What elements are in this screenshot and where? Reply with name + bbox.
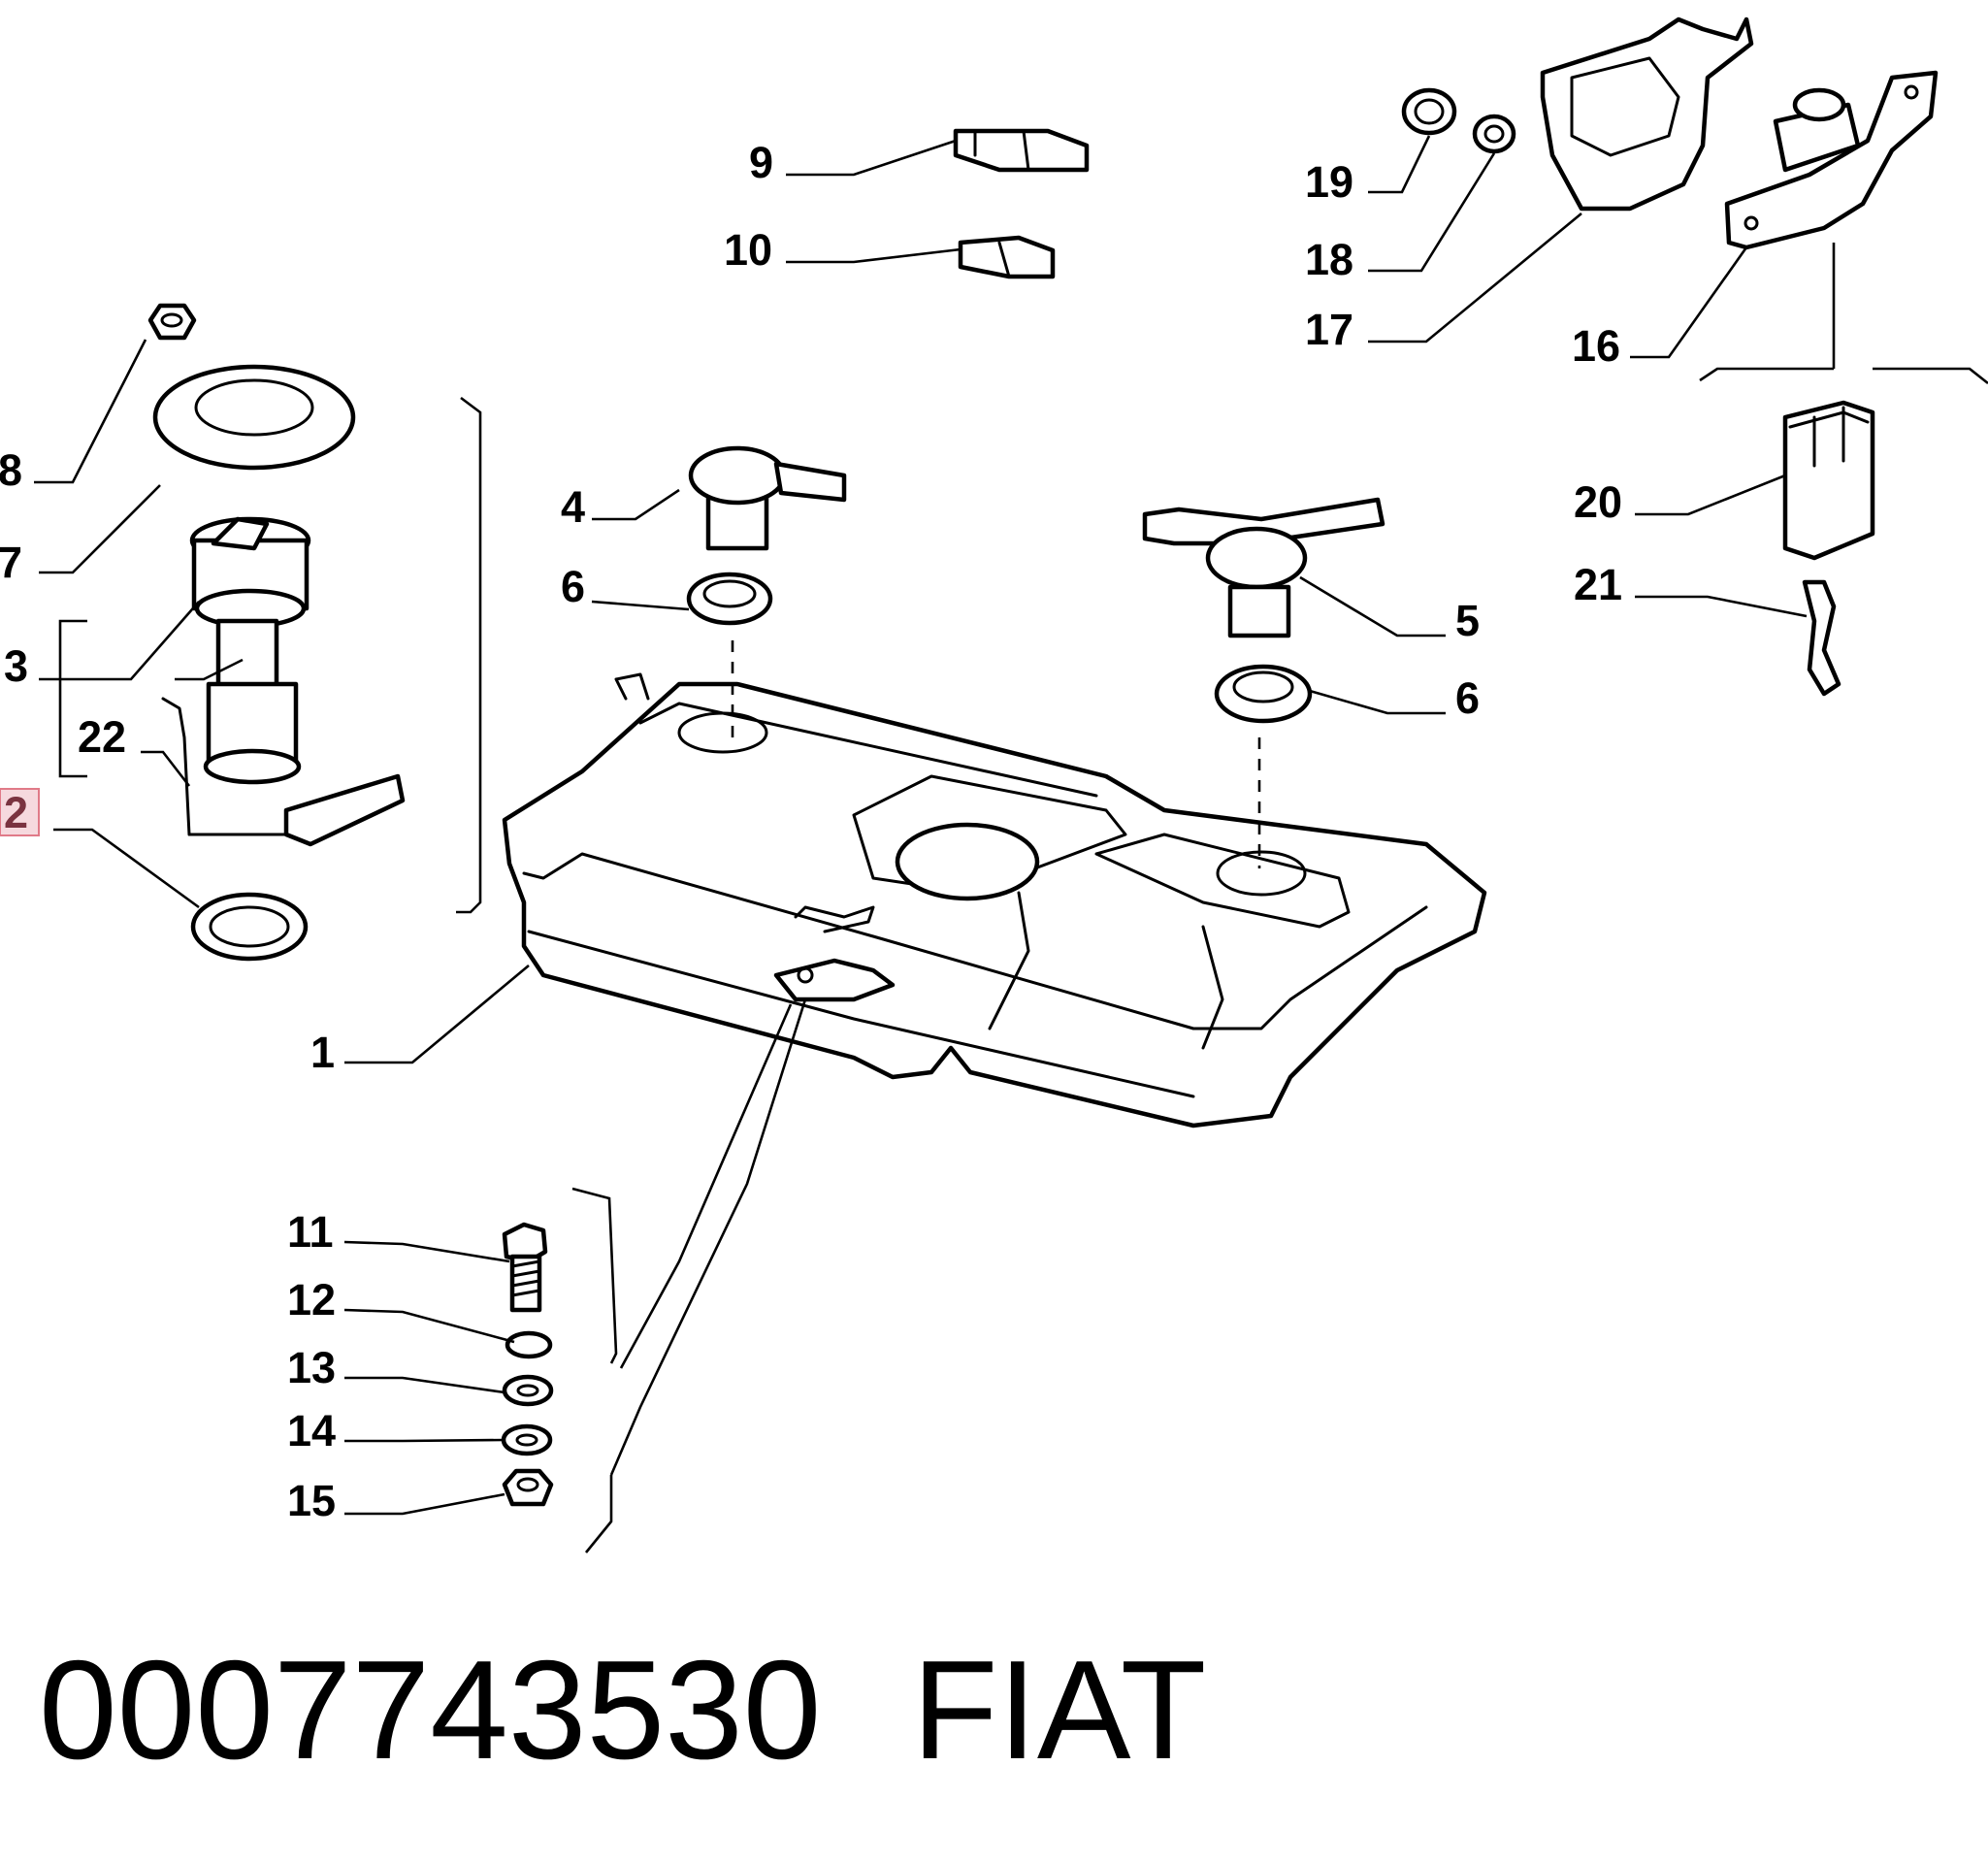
callout-3: 3 bbox=[4, 641, 28, 691]
connector-9 bbox=[953, 128, 1090, 173]
callout-21: 21 bbox=[1574, 560, 1622, 609]
brand-name: FIAT bbox=[912, 1631, 1206, 1788]
callout-1: 1 bbox=[310, 1028, 335, 1077]
callout-4: 4 bbox=[561, 482, 585, 532]
callout-11: 11 bbox=[287, 1207, 334, 1257]
fastener-stack bbox=[501, 1222, 554, 1507]
group-brackets bbox=[58, 367, 1988, 1553]
callout-17: 17 bbox=[1305, 305, 1353, 354]
cap-19 bbox=[1401, 87, 1457, 136]
assembly-dash-lines bbox=[731, 640, 1261, 868]
grommet-6-right bbox=[1214, 664, 1313, 724]
callout-5: 5 bbox=[1455, 596, 1480, 645]
callout-16: 16 bbox=[1572, 321, 1620, 371]
fuel-pump-assembly bbox=[161, 516, 406, 847]
connector-10 bbox=[958, 235, 1056, 279]
callout-7: 7 bbox=[0, 538, 22, 587]
clip-21 bbox=[1802, 579, 1841, 697]
gasket-ring bbox=[190, 892, 309, 962]
callout-18: 18 bbox=[1305, 235, 1353, 284]
callout-labels: 1 2 3 4 5 6 6 7 8 9 10 11 12 13 14 15 16… bbox=[0, 138, 1622, 1525]
caption: 0007743530 FIAT bbox=[39, 1631, 1206, 1788]
callout-14: 14 bbox=[287, 1406, 336, 1455]
callout-10: 10 bbox=[724, 225, 772, 275]
bracket-17 bbox=[1540, 16, 1754, 212]
nut-8 bbox=[147, 303, 197, 341]
vent-valve-5 bbox=[1142, 497, 1385, 638]
sensor-bracket-16 bbox=[1724, 70, 1939, 250]
callout-9: 9 bbox=[749, 138, 773, 187]
callout-15: 15 bbox=[287, 1476, 336, 1525]
callout-22: 22 bbox=[78, 712, 126, 762]
callout-6-right: 6 bbox=[1455, 673, 1480, 723]
callout-2-highlight[interactable]: 2 bbox=[0, 788, 40, 837]
callout-12: 12 bbox=[287, 1275, 336, 1324]
relay-connector-20 bbox=[1782, 400, 1875, 561]
callout-8: 8 bbox=[0, 445, 22, 495]
fuel-tank bbox=[502, 672, 1487, 1128]
grommet-6-left bbox=[686, 572, 773, 626]
part-number: 0007743530 bbox=[39, 1631, 821, 1788]
lock-ring bbox=[152, 364, 356, 471]
leader-lines bbox=[34, 135, 1836, 1516]
callout-20: 20 bbox=[1574, 477, 1622, 527]
callout-6-left: 6 bbox=[561, 562, 585, 611]
callout-2: 2 bbox=[4, 788, 28, 837]
callout-13: 13 bbox=[287, 1343, 336, 1392]
vent-valve-4 bbox=[688, 445, 847, 551]
callout-19: 19 bbox=[1305, 157, 1353, 207]
plug-18 bbox=[1472, 114, 1516, 154]
